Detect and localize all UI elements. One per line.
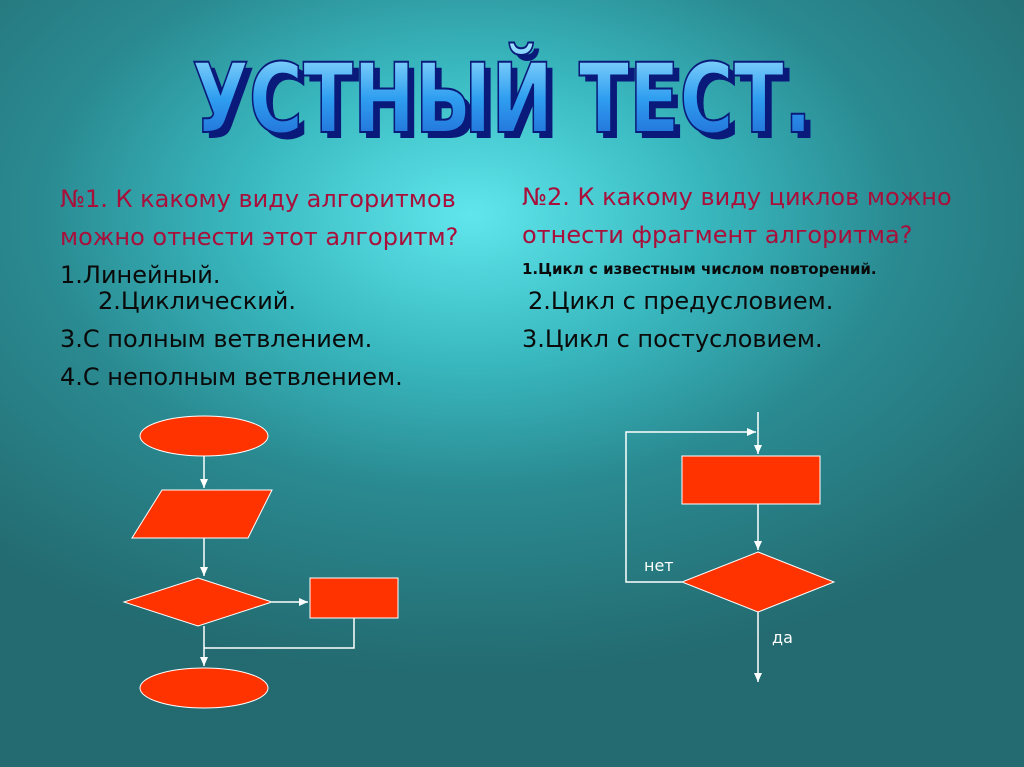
question-2-line2: отнести фрагмент алгоритма? — [522, 221, 913, 249]
fc1-condition-diamond — [122, 577, 274, 627]
question-2-options: 1.Цикл с известным числом повторений. 2.… — [522, 256, 1002, 358]
fc2-condition-diamond — [680, 551, 836, 613]
question-1-options: 1.Линейный. 2.Циклический. 3.С полным ве… — [60, 256, 500, 396]
question-2: №2. К какому виду циклов можно отнести ф… — [522, 178, 1002, 254]
title-shadow: УСТНЫЙ ТЕСТ. — [198, 48, 818, 160]
fc1-merge-line — [204, 618, 355, 649]
fc2-label-no: нет — [644, 556, 674, 575]
question-2-line1: №2. К какому виду циклов можно — [522, 183, 952, 211]
fc1-input-parallelogram — [131, 489, 273, 539]
question-1: №1. К какому виду алгоритмов можно отнес… — [60, 180, 500, 256]
fc2-label-yes: да — [772, 628, 793, 647]
title-text: УСТНЫЙ ТЕСТ. — [192, 42, 812, 155]
question-1-line2: можно отнести этот алгоритм? — [60, 223, 459, 251]
flowchart-1 — [122, 415, 399, 709]
q1-option-2: 2.Циклический. — [98, 287, 297, 315]
flowchart-2: нет да — [625, 412, 836, 682]
q1-option-1: 1.Линейный. — [60, 261, 221, 289]
fc2-body-block — [681, 455, 821, 505]
q2-option-2: 2.Цикл с предусловием. — [528, 287, 834, 315]
fc2-loop-back-line — [625, 428, 756, 583]
fc1-start-terminal — [139, 415, 269, 457]
question-1-line1: №1. К какому виду алгоритмов — [60, 185, 456, 213]
q1-option-4: 4.С неполным ветвлением. — [60, 363, 403, 391]
slide-title: УСТНЫЙ ТЕСТ. УСТНЫЙ ТЕСТ. — [150, 10, 850, 161]
q1-option-3: 3.С полным ветвлением. — [60, 325, 373, 353]
fc1-end-terminal — [139, 667, 269, 709]
title-art: УСТНЫЙ ТЕСТ. УСТНЫЙ ТЕСТ. — [191, 41, 818, 161]
fc1-action-block — [309, 577, 399, 619]
q2-option-1: 1.Цикл с известным числом повторений. — [522, 260, 877, 278]
q2-option-3: 3.Цикл с постусловием. — [522, 325, 823, 353]
